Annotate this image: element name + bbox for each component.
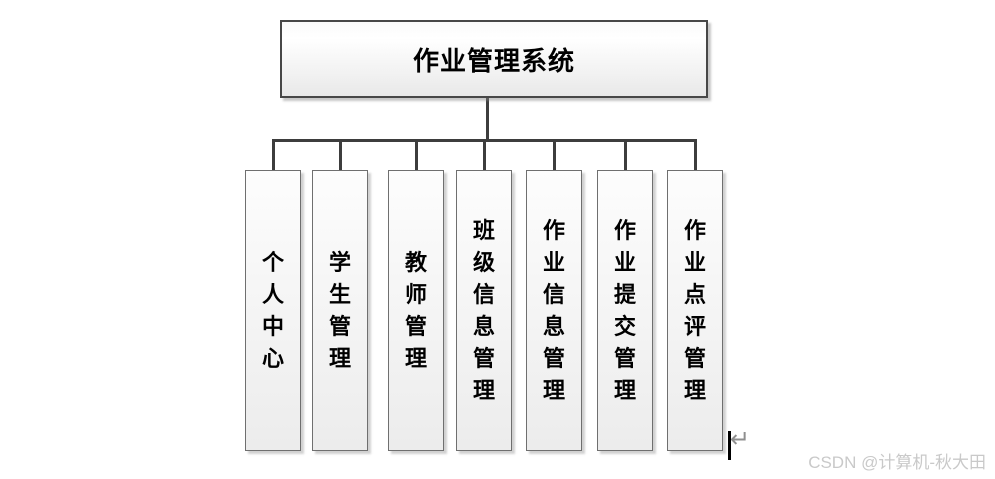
connector-stub bbox=[272, 141, 275, 170]
diagram-root-label: 作业管理系统 bbox=[412, 45, 575, 76]
diagram-node-label: 作 业 提 交 管 理 bbox=[613, 217, 636, 403]
text-cursor bbox=[728, 431, 731, 460]
diagram-node-label: 个 人 中 心 bbox=[261, 249, 284, 371]
connector-stub bbox=[483, 141, 486, 170]
diagram-node-teacher-management: 教 师 管 理 bbox=[388, 170, 444, 451]
connector-stub bbox=[339, 141, 342, 170]
connector-stub bbox=[694, 141, 697, 170]
csdn-watermark: CSDN @计算机-秋大田 bbox=[808, 453, 986, 472]
connector-stub bbox=[415, 141, 418, 170]
diagram-node-homework-info-management: 作 业 信 息 管 理 bbox=[526, 170, 582, 451]
diagram-node-homework-submit-management: 作 业 提 交 管 理 bbox=[597, 170, 653, 451]
diagram-node-homework-review-management: 作 业 点 评 管 理 bbox=[667, 170, 723, 451]
diagram-node-label: 学 生 管 理 bbox=[328, 249, 351, 371]
diagram-node-label: 班 级 信 息 管 理 bbox=[472, 217, 495, 403]
diagram-node-label: 教 师 管 理 bbox=[404, 249, 427, 371]
paragraph-return-icon: ↵ bbox=[730, 426, 751, 453]
diagram-node-class-info-management: 班 级 信 息 管 理 bbox=[456, 170, 512, 451]
connector-stub bbox=[624, 141, 627, 170]
diagram-node-student-management: 学 生 管 理 bbox=[312, 170, 368, 451]
diagram-node-label: 作 业 信 息 管 理 bbox=[542, 217, 565, 403]
connector-trunk bbox=[486, 97, 489, 140]
connector-stub bbox=[553, 141, 556, 170]
diagram-node-personal-center: 个 人 中 心 bbox=[245, 170, 301, 451]
diagram-node-label: 作 业 点 评 管 理 bbox=[683, 217, 706, 403]
diagram-root-node: 作业管理系统 bbox=[280, 20, 708, 98]
connector-horizontal-rail bbox=[272, 139, 697, 142]
